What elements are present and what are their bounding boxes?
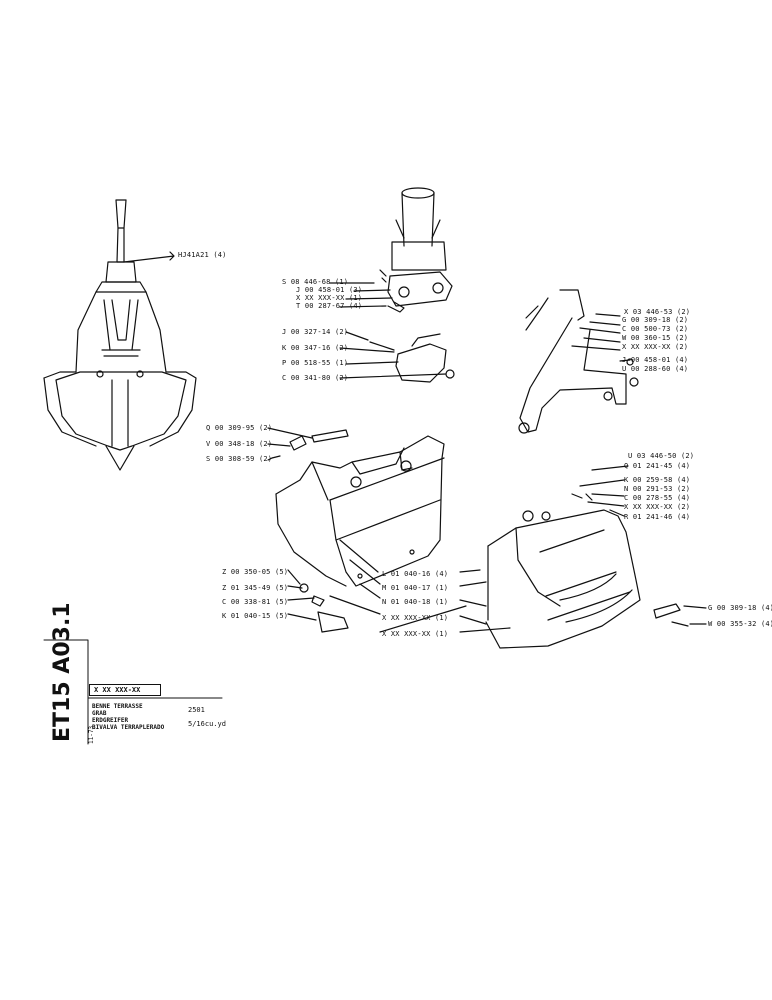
label-center-1: M 01 040-17 (1) (382, 584, 449, 592)
label-top-7: C 00 341-80 (2) (282, 374, 349, 382)
label-right-0: U 03 446-50 (2) (628, 452, 695, 460)
part-ref-box: X XX XXX-XX (89, 684, 161, 696)
label-right-6: R 01 241-46 (4) (624, 513, 691, 521)
label-top-3: T 00 287-67 (4) (296, 302, 363, 310)
model-number: 2501 (188, 706, 205, 714)
label-teeth-3: K 01 040-15 (5) (222, 612, 289, 620)
title-fr: BENNE TERRASSE (92, 703, 143, 710)
label-teeth-0: Z 00 350-05 (5) (222, 568, 289, 576)
label-top-0: S 08 446-68 (1) (282, 278, 349, 286)
label-center-2: N 01 040-18 (1) (382, 598, 449, 606)
arm-drawing (518, 289, 639, 434)
label-arm-6: U 00 288-60 (4) (622, 365, 689, 373)
label-teeth-1: Z 01 345-49 (5) (222, 584, 289, 592)
label-top-6: P 00 518-55 (1) (282, 359, 349, 367)
right-shell-drawing (485, 465, 641, 649)
label-top-2: X XX XXX-XX (1) (296, 294, 363, 302)
teeth-drawing (287, 569, 349, 633)
label-pin-1: V 00 348-18 (2) (206, 440, 273, 448)
label-pin-0: Q 00 309-95 (2) (206, 424, 273, 432)
label-arm-1: G 00 309-18 (2) (622, 316, 689, 324)
label-pin-2: S 00 308-59 (2) (206, 455, 273, 463)
label-arm-0: X 03 446-53 (2) (624, 308, 691, 316)
document-code-block: ET15 A03.1 (44, 602, 88, 744)
center-leader-lines (329, 539, 511, 633)
label-teeth-2: C 00 338-81 (5) (222, 598, 289, 606)
assembled-grab-drawing (43, 199, 197, 471)
label-right-1: Q 01 241-45 (4) (624, 462, 691, 470)
document-code: ET15 A03.1 (50, 602, 75, 742)
top-head-drawing (329, 187, 453, 313)
capacity: 5/16cu.yd (188, 720, 226, 728)
label-center-0: L 01 040-16 (4) (382, 570, 449, 578)
left-shell-drawing (275, 435, 445, 587)
label-bolt-0: G 00 309-18 (4) (708, 604, 772, 612)
label-right-5: X XX XXX-XX (2) (624, 503, 691, 511)
title-es: BIVALVA TERRAPLERADO (92, 724, 165, 731)
label-center-3: X XX XXX-XX (1) (382, 614, 449, 622)
label-top-5: K 00 347-16 (2) (282, 344, 349, 352)
label-center-4: X XX XXX-XX (1) (382, 630, 449, 638)
pin-drawing (267, 427, 349, 461)
label-right-2: K 00 259-58 (4) (624, 476, 691, 484)
bracket-drawing (339, 331, 455, 383)
label-arm-2: C 00 500-73 (2) (622, 325, 689, 333)
label-right-4: C 00 278-55 (4) (624, 494, 691, 502)
label-top-4: J 00 327-14 (2) (282, 328, 349, 336)
title-en: GRAB (92, 710, 107, 717)
label-top-1: J 00 458-01 (3) (296, 286, 363, 294)
label-arm-5: J 00 458-01 (4) (622, 356, 689, 364)
code-frame (43, 639, 89, 745)
label-arm-4: X XX XXX-XX (2) (622, 343, 689, 351)
label-right-3: N 00 291-53 (2) (624, 485, 691, 493)
title-de: ERDGREIFER (92, 717, 129, 724)
label-hj41a21: HJ41A21 (4) (178, 251, 227, 259)
label-arm-3: W 00 360-15 (2) (622, 334, 689, 342)
bolt-drawing (653, 603, 707, 627)
label-bolt-1: W 00 355-32 (4) (708, 620, 772, 628)
